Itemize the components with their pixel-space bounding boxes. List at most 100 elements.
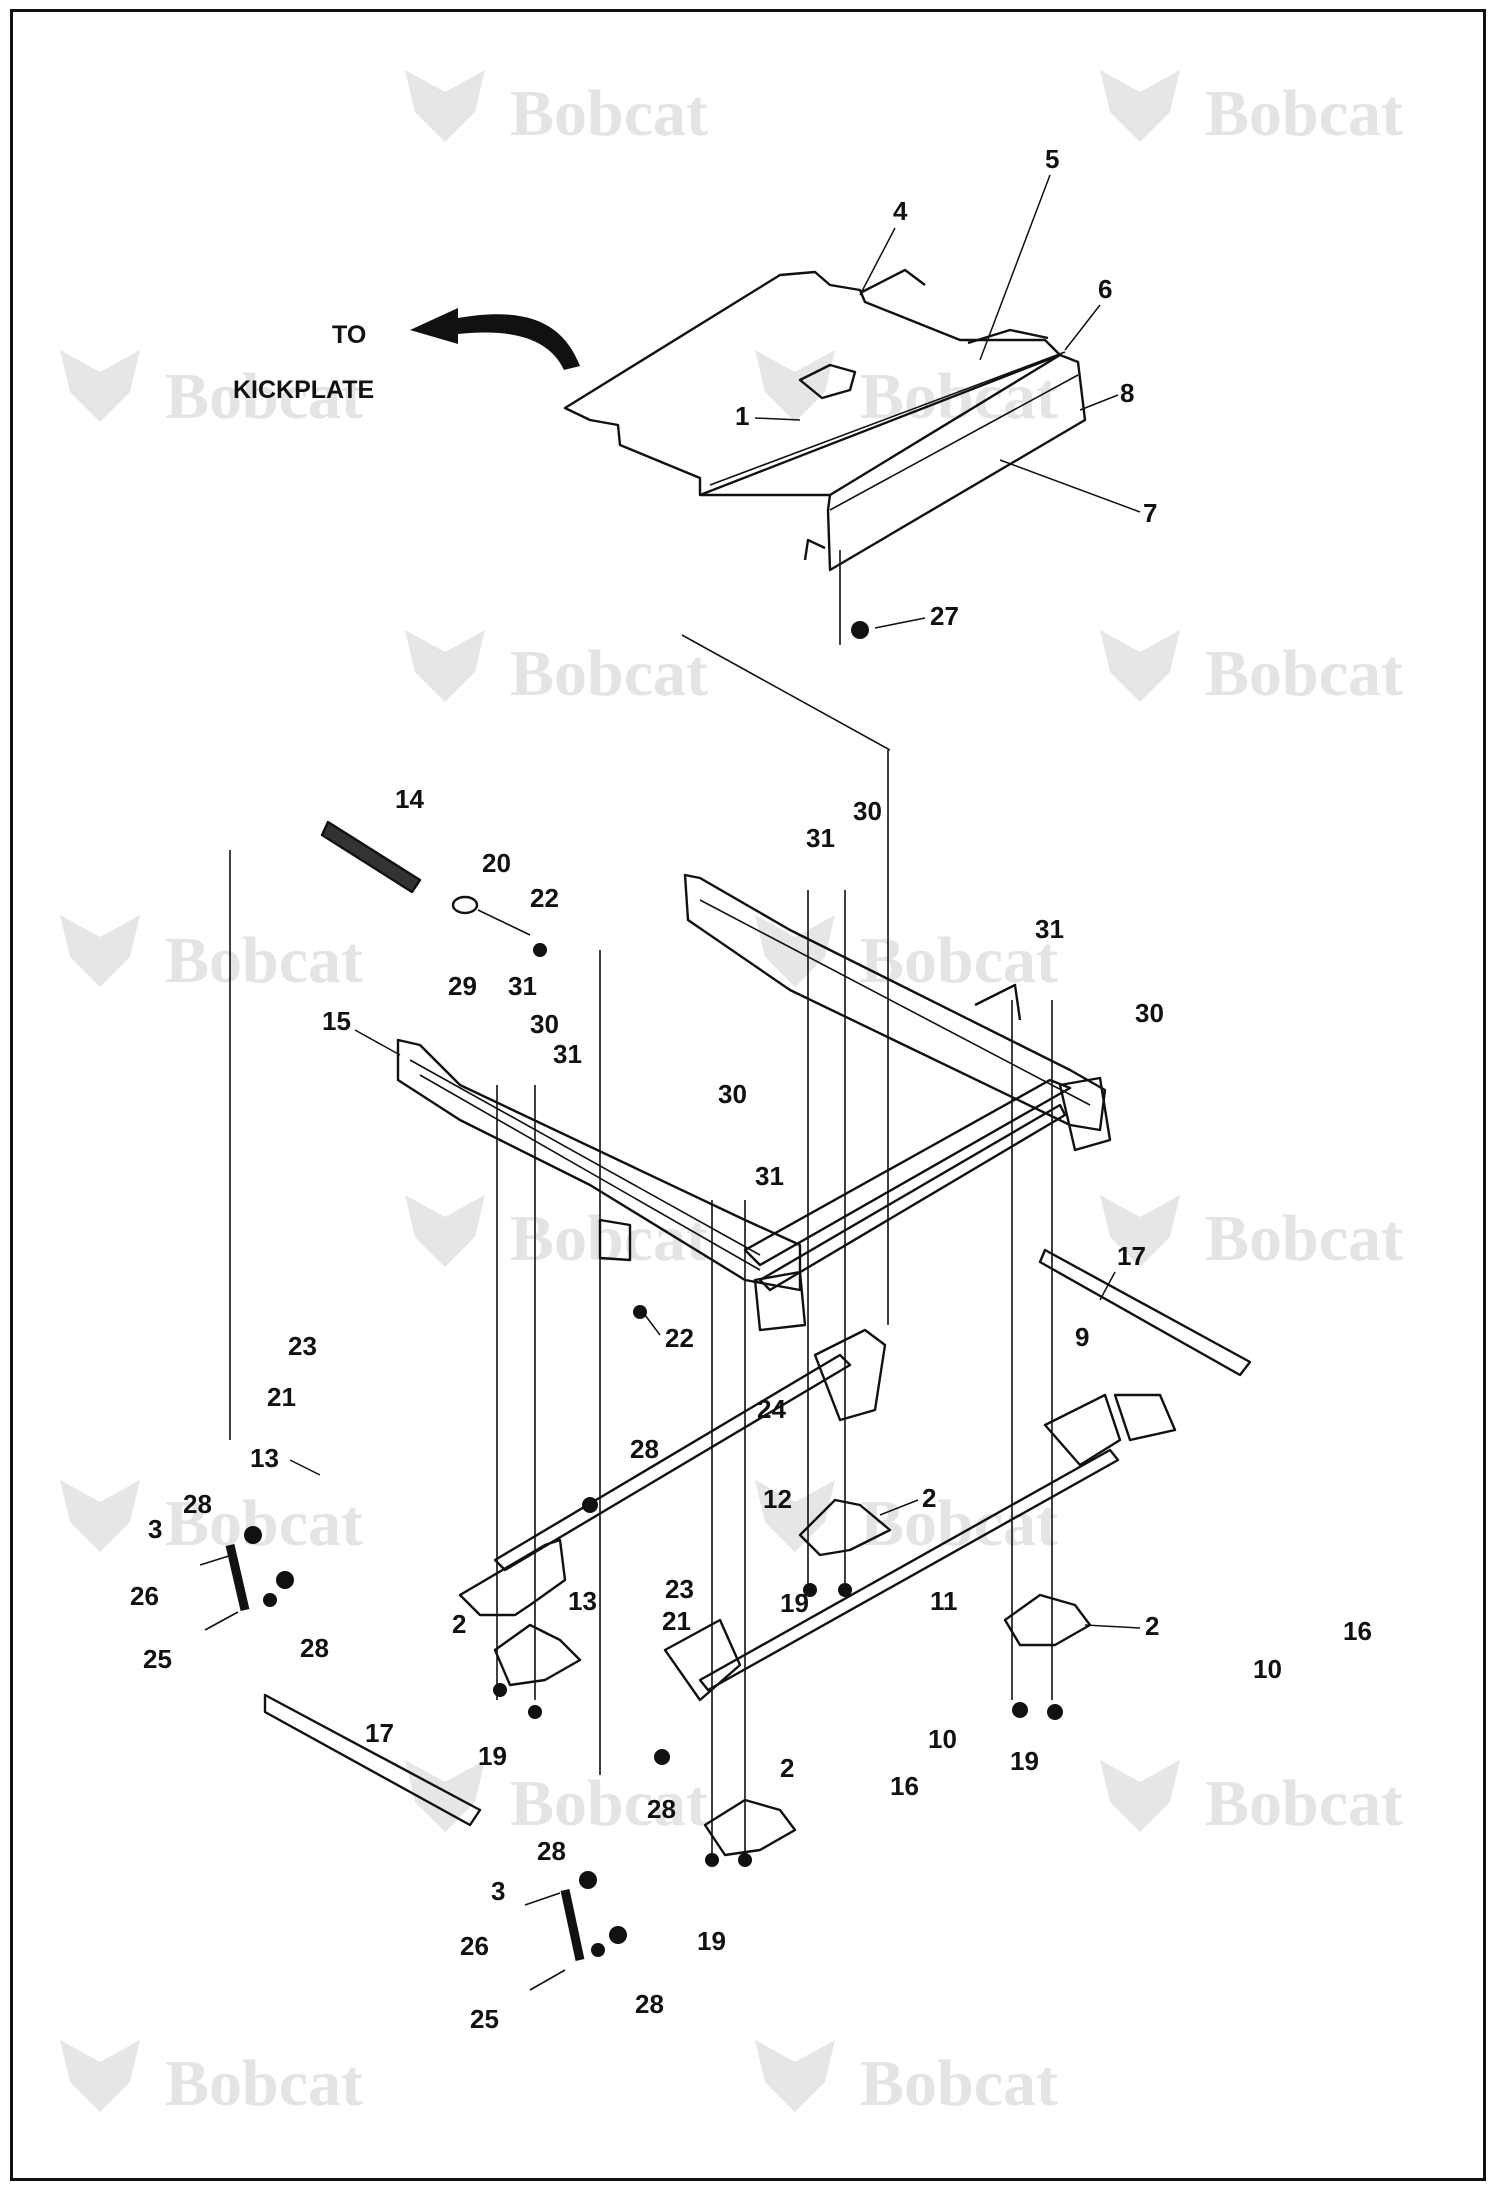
svg-text:Bobcat: Bobcat bbox=[1205, 1767, 1403, 1840]
label-19c: 19 bbox=[1010, 1746, 1039, 1776]
label-21b: 21 bbox=[662, 1606, 691, 1636]
label-10b: 10 bbox=[928, 1724, 957, 1754]
label-7: 7 bbox=[1143, 498, 1157, 528]
label-31b: 31 bbox=[553, 1039, 582, 1069]
watermark-logo-14: Bobcat bbox=[1100, 1760, 1403, 1840]
label-19b: 19 bbox=[478, 1741, 507, 1771]
label-17a: 17 bbox=[1117, 1241, 1146, 1271]
svg-text:Bobcat: Bobcat bbox=[165, 360, 363, 433]
label-1: 1 bbox=[735, 401, 749, 431]
label-20: 20 bbox=[482, 848, 511, 878]
svg-text:Bobcat: Bobcat bbox=[1205, 77, 1403, 150]
sensor-9 bbox=[1113, 1393, 1177, 1442]
label-23b: 23 bbox=[665, 1574, 694, 1604]
label-14: 14 bbox=[395, 784, 424, 814]
watermark-logo-9: Bobcat bbox=[405, 1195, 708, 1275]
svg-text:Bobcat: Bobcat bbox=[1205, 1202, 1403, 1275]
spring-14 bbox=[320, 820, 531, 936]
label-17b: 17 bbox=[365, 1718, 394, 1748]
label-31c: 31 bbox=[806, 823, 835, 853]
label-19a: 19 bbox=[780, 1588, 809, 1618]
label-10a: 10 bbox=[1253, 1654, 1282, 1684]
rod-assembly bbox=[263, 1248, 1252, 1827]
label-8: 8 bbox=[1120, 378, 1134, 408]
label-23a: 23 bbox=[288, 1331, 317, 1361]
seat-frame-assembly bbox=[396, 873, 1112, 1332]
label-28g: 28 bbox=[1, 0, 30, 7]
label-6: 6 bbox=[1098, 274, 1112, 304]
part-labels: 1 4 5 6 8 7 27 14 20 22 29 31 30 31 15 3… bbox=[1, 0, 1372, 2034]
label-30a: 30 bbox=[530, 1009, 559, 1039]
svg-text:Bobcat: Bobcat bbox=[1205, 637, 1403, 710]
label-13a: 13 bbox=[250, 1443, 279, 1473]
label-22b: 22 bbox=[665, 1323, 694, 1353]
label-30b: 30 bbox=[853, 796, 882, 826]
label-2c: 2 bbox=[1145, 1611, 1159, 1641]
callout-arrow bbox=[410, 308, 580, 370]
label-30d: 30 bbox=[718, 1079, 747, 1109]
label-5: 5 bbox=[1045, 144, 1059, 174]
label-4: 4 bbox=[893, 196, 908, 226]
spring-bolt-groups bbox=[199, 1497, 670, 1991]
label-15: 15 bbox=[322, 1006, 351, 1036]
plate-1-insert bbox=[798, 363, 857, 400]
watermark-logo-15: Bobcat bbox=[60, 2040, 363, 2120]
watermark-logo-6: Bobcat bbox=[1100, 630, 1403, 710]
label-26b: 26 bbox=[460, 1931, 489, 1961]
label-28b: 28 bbox=[183, 1489, 212, 1519]
watermark-logo-7: Bobcat bbox=[60, 915, 363, 997]
watermark-logo-11: Bobcat bbox=[60, 1480, 363, 1560]
label-12: 12 bbox=[763, 1484, 792, 1514]
label-2a: 2 bbox=[922, 1483, 936, 1513]
svg-text:Bobcat: Bobcat bbox=[165, 2047, 363, 2120]
label-28a: 28 bbox=[630, 1434, 659, 1464]
svg-text:Bobcat: Bobcat bbox=[860, 924, 1058, 997]
label-24: 24 bbox=[757, 1394, 786, 1424]
label-25b: 25 bbox=[470, 2004, 499, 2034]
watermark-logo-8: Bobcat bbox=[755, 915, 1058, 997]
label-2b: 2 bbox=[452, 1609, 466, 1639]
label-31a: 31 bbox=[508, 971, 537, 1001]
watermark-logo-2: Bobcat bbox=[1100, 70, 1403, 150]
label-16b: 16 bbox=[890, 1771, 919, 1801]
fastener-lines bbox=[229, 550, 1063, 1867]
svg-text:Bobcat: Bobcat bbox=[510, 77, 708, 150]
svg-text:Bobcat: Bobcat bbox=[165, 1487, 363, 1560]
callout-line-2: KICKPLATE bbox=[233, 376, 374, 404]
diagram-frame bbox=[10, 9, 1486, 2181]
watermark-logo-13: Bobcat bbox=[405, 1760, 708, 1840]
kickplate-callout: TO KICKPLATE bbox=[233, 308, 580, 404]
label-16a: 16 bbox=[1343, 1616, 1372, 1646]
label-28c: 28 bbox=[300, 1633, 329, 1663]
label-21a: 21 bbox=[267, 1382, 296, 1412]
label-28e: 28 bbox=[537, 1836, 566, 1866]
label-2d: 2 bbox=[780, 1753, 794, 1783]
label-22a: 22 bbox=[530, 883, 559, 913]
label-26a: 26 bbox=[130, 1581, 159, 1611]
label-31e: 31 bbox=[755, 1161, 784, 1191]
svg-text:Bobcat: Bobcat bbox=[510, 637, 708, 710]
label-25a: 25 bbox=[143, 1644, 172, 1674]
watermark-logo-10: Bobcat bbox=[1100, 1195, 1403, 1275]
label-30c: 30 bbox=[1135, 998, 1164, 1028]
svg-text:Bobcat: Bobcat bbox=[860, 2047, 1058, 2120]
label-13b: 13 bbox=[568, 1586, 597, 1616]
label-27: 27 bbox=[930, 601, 959, 631]
watermark-logo-3: Bobcat bbox=[60, 350, 363, 433]
watermark-logo-16: Bobcat bbox=[755, 2040, 1058, 2120]
label-28f: 28 bbox=[635, 1989, 664, 2019]
label-3b: 3 bbox=[491, 1876, 505, 1906]
watermark-logo-1: Bobcat bbox=[405, 70, 708, 150]
label-9: 9 bbox=[1075, 1322, 1089, 1352]
watermark-logo-4: Bobcat bbox=[755, 350, 1058, 433]
callout-line-1: TO bbox=[332, 321, 366, 349]
label-31d: 31 bbox=[1035, 914, 1064, 944]
label-29: 29 bbox=[448, 971, 477, 1001]
label-11: 11 bbox=[930, 1586, 958, 1616]
watermark-logo-5: Bobcat bbox=[405, 630, 708, 710]
label-3a: 3 bbox=[148, 1514, 162, 1544]
svg-text:Bobcat: Bobcat bbox=[510, 1767, 708, 1840]
watermark-layer: Bobcat Bobcat Bobcat Bobcat Bobcat Bobca… bbox=[60, 70, 1403, 2120]
label-28d: 28 bbox=[647, 1794, 676, 1824]
